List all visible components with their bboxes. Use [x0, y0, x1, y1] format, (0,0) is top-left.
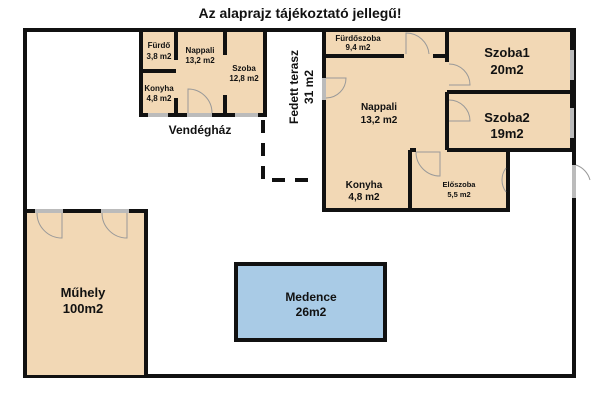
terrace-label: Fedett terasz31 m2	[287, 50, 316, 124]
door-icon	[187, 88, 213, 114]
covered-terrace: Fedett terasz31 m2	[261, 50, 318, 182]
guest-house-label: Vendégház	[169, 123, 232, 137]
disclaimer-title: Az alaprajz tájékoztató jellegű!	[198, 5, 401, 21]
